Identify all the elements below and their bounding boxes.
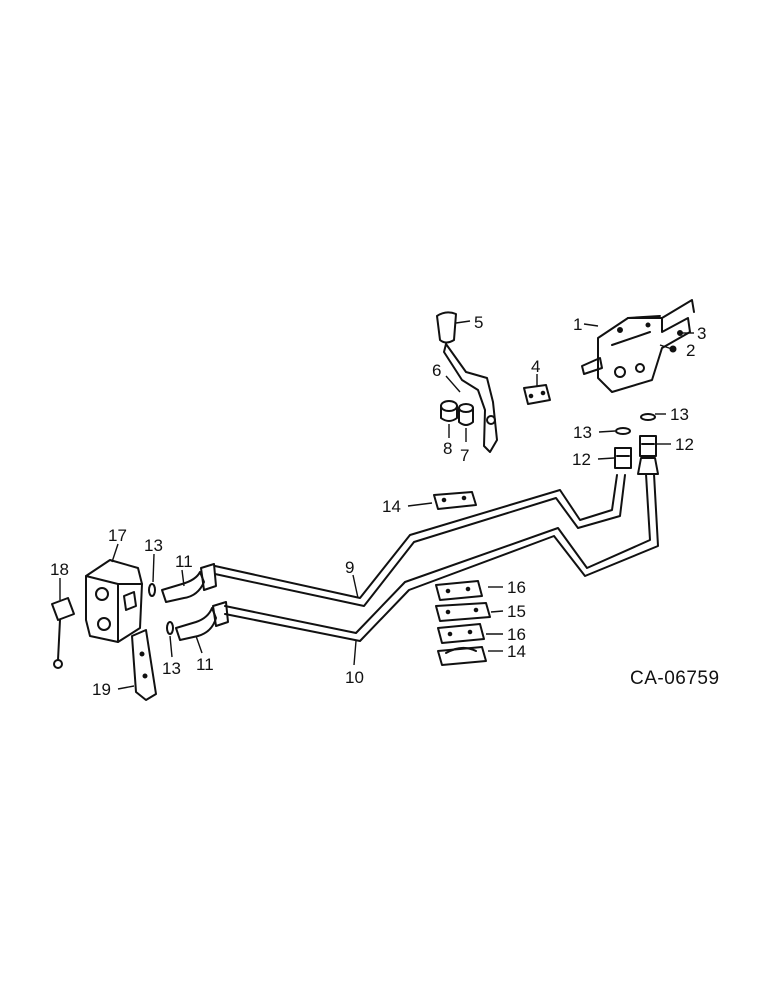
callout-16-lower: 16 [507, 625, 526, 644]
manifold-block-part-17 [85, 559, 143, 643]
callout-10: 10 [345, 668, 364, 687]
clamp-part-16-lower [437, 623, 485, 644]
plate-part-4 [523, 384, 551, 405]
fittings-at-valve [614, 413, 659, 475]
callout-13-valve-left: 13 [573, 423, 592, 442]
callout-11-upper: 11 [175, 552, 193, 571]
callout-7: 7 [460, 446, 469, 465]
callout-13-block-upper: 13 [144, 536, 163, 555]
clamp-part-16-upper [435, 580, 483, 601]
callout-9: 9 [345, 558, 354, 577]
callout-12-right: 12 [675, 435, 694, 454]
callout-16-upper: 16 [507, 578, 526, 597]
callout-19: 19 [92, 680, 111, 699]
callout-11-lower: 11 [196, 655, 214, 674]
bushing-part-8 [440, 400, 458, 422]
callout-5: 5 [474, 313, 483, 332]
drawing-code: CA-06759 [630, 668, 720, 689]
dust-cap-part-18 [51, 597, 75, 669]
elbow-fittings-part-11 [161, 571, 217, 641]
bracket-part-19 [131, 629, 157, 701]
callout-13-valve-right: 13 [670, 405, 689, 424]
callout-14-lower: 14 [507, 642, 526, 661]
callout-1: 1 [573, 315, 582, 334]
callout-8: 8 [443, 439, 452, 458]
callout-12-left: 12 [572, 450, 591, 469]
ball-part-3 [677, 330, 683, 336]
tube-part-10 [224, 473, 659, 642]
callout-13-block-lower: 13 [162, 659, 181, 678]
callout-15: 15 [507, 602, 526, 621]
callout-18: 18 [50, 560, 69, 579]
control-valve [581, 299, 695, 393]
callout-3: 3 [697, 324, 706, 343]
callout-labels: 1 2 3 4 5 6 7 8 9 10 11 11 12 12 13 13 1… [50, 313, 706, 699]
callout-2: 2 [686, 341, 695, 360]
callout-4: 4 [531, 357, 540, 376]
callout-17: 17 [108, 526, 127, 545]
lever-knob-part-5 [436, 311, 457, 344]
leader-lines [59, 320, 694, 690]
callout-6: 6 [432, 361, 441, 380]
o-rings-part-13-left [148, 583, 174, 635]
clamp-part-14-upper [433, 491, 477, 510]
bushing-part-7 [458, 403, 474, 426]
control-lever-part-6 [443, 343, 498, 453]
clamp-part-14-lower [437, 646, 487, 666]
tube-part-9 [214, 474, 626, 607]
callout-14-upper: 14 [382, 497, 401, 516]
clamp-part-15 [435, 602, 491, 622]
